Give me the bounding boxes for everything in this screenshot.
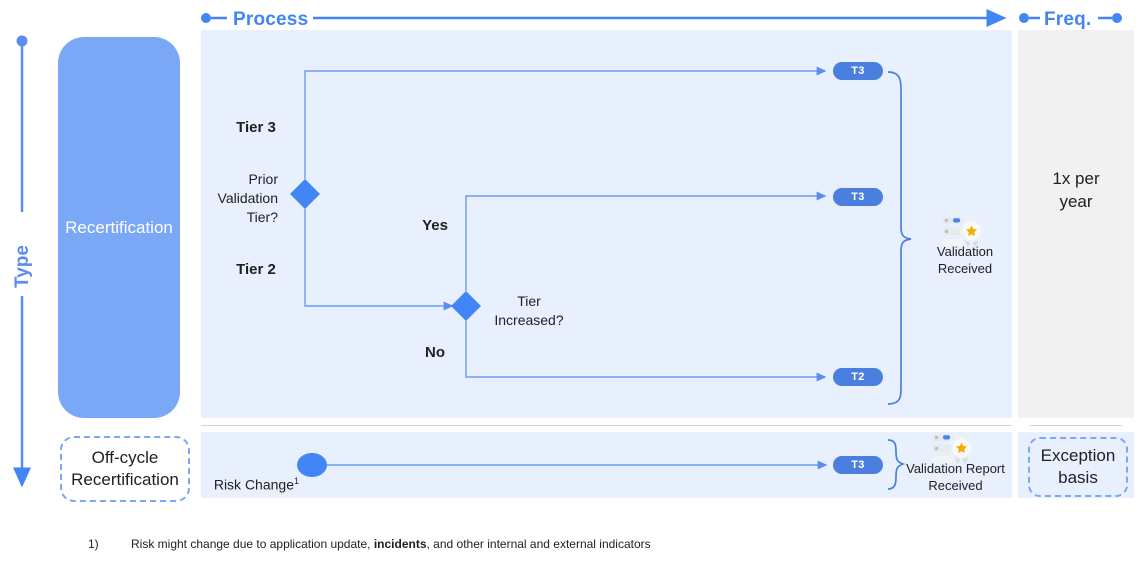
frequency-axis-end-dot (1112, 13, 1122, 23)
validation-report-received-caption: Validation Report Received (906, 461, 1005, 493)
type-recertification-label: Recertification (65, 217, 173, 237)
frequency-offcycle-text: Exception basis (1040, 445, 1116, 487)
type-offcycle-label: Off-cycle Recertification (71, 447, 179, 489)
outcome-pill-t2-bottom[interactable]: T2 (833, 368, 883, 386)
branch-label-tier-3: Tier 3 (236, 119, 276, 136)
frequency-panel-recertification (1018, 30, 1134, 418)
prior-validation-tier-label: Prior Validation Tier? (217, 171, 278, 225)
process-axis-start-dot (201, 13, 211, 23)
outcome-pill-t3-mid[interactable]: T3 (833, 188, 883, 206)
tier-increased-label: Tier Increased? (494, 293, 564, 328)
branch-label-yes: Yes (422, 217, 448, 234)
risk-change-superscript: 1 (293, 475, 299, 486)
type-axis-start-dot (16, 35, 28, 47)
outcome-pill-t3-top-label: T3 (851, 65, 865, 77)
outcome-pill-t3-mid-label: T3 (851, 191, 865, 203)
outcome-pill-t3-offcycle-label: T3 (851, 459, 865, 471)
type-axis-label: Type (12, 245, 33, 288)
validation-badge-icon (938, 215, 992, 249)
outcome-pill-t2-bottom-label: T2 (851, 371, 865, 383)
outcome-pill-t3-top[interactable]: T3 (833, 62, 883, 80)
frequency-offcycle-block[interactable]: Exception basis (1028, 437, 1128, 497)
branch-label-no: No (425, 344, 445, 361)
footnote-text-after: , and other internal and external indica… (426, 537, 651, 551)
process-panel-recertification (201, 30, 1012, 418)
frequency-row-separator (1030, 425, 1122, 426)
type-recertification-block[interactable]: Recertification (58, 37, 180, 418)
outcome-pill-t3-offcycle[interactable]: T3 (833, 456, 883, 474)
footnote-text: Risk might change due to application upd… (131, 537, 651, 551)
validation-report-badge-icon (928, 432, 982, 466)
risk-change-text: Risk Change (213, 476, 294, 493)
process-panel-offcycle (201, 432, 1012, 498)
process-row-separator (201, 425, 1012, 426)
frequency-axis-start-dot (1019, 13, 1029, 23)
risk-change-label: Risk Change1 (205, 456, 299, 494)
frequency-axis-label: Freq. (1044, 9, 1092, 30)
type-offcycle-block[interactable]: Off-cycle Recertification (60, 436, 190, 502)
validation-received-caption: Validation Received (936, 244, 994, 276)
process-axis-label: Process (233, 9, 309, 30)
branch-label-tier-2: Tier 2 (236, 261, 276, 278)
footnote-text-bold: incidents (373, 537, 427, 551)
footnote-text-before: Risk might change due to application upd… (131, 537, 374, 551)
footnote-marker: 1) (88, 537, 99, 551)
frequency-recertification-text: 1x per year (1052, 169, 1100, 211)
